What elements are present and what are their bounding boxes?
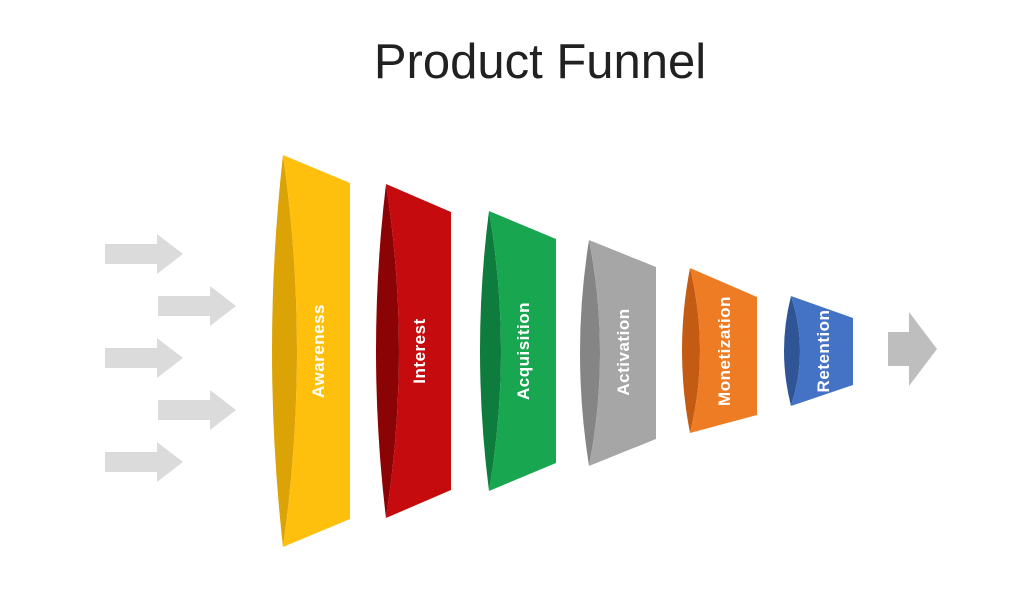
stage-label: Acquisition	[514, 302, 533, 400]
stage-label: Monetization	[715, 296, 734, 406]
stage-rim-shape	[784, 296, 800, 406]
stage-rim-shape	[272, 155, 297, 547]
stage-rim-shape	[580, 240, 600, 466]
stage-face-shape	[283, 155, 350, 547]
funnel-stage-monetization: Monetization	[682, 268, 757, 433]
inflow-arrow-icon-4	[158, 390, 236, 430]
stage-rim-shape	[376, 184, 399, 518]
inflow-arrow-icon-3	[105, 338, 183, 378]
funnel-stage-activation: Activation	[580, 240, 656, 466]
funnel-stage-awareness: Awareness	[272, 155, 350, 547]
inflow-arrows	[105, 234, 236, 482]
stage-rim-shape	[480, 211, 501, 491]
funnel-stage-retention: Retention	[784, 296, 853, 406]
slide-title: Product Funnel	[373, 35, 707, 89]
funnel-stage-interest: Interest	[376, 184, 451, 518]
inflow-arrow-icon-5	[105, 442, 183, 482]
funnel-stage-acquisition: Acquisition	[480, 211, 556, 491]
inflow-arrow-icon-1	[105, 234, 183, 274]
stage-face-shape	[791, 296, 853, 406]
stage-label: Activation	[614, 308, 633, 395]
stage-face-shape	[489, 211, 556, 491]
stage-label: Interest	[410, 318, 429, 383]
stage-rim-shape	[682, 268, 700, 433]
inflow-arrow-icon-2	[158, 286, 236, 326]
stage-label: Awareness	[309, 304, 328, 398]
stage-label: Retention	[814, 310, 833, 393]
stage-face-shape	[690, 268, 757, 433]
stage-face-shape	[386, 184, 451, 518]
outflow-arrow-icon	[888, 312, 937, 386]
stage-face-shape	[589, 240, 656, 466]
